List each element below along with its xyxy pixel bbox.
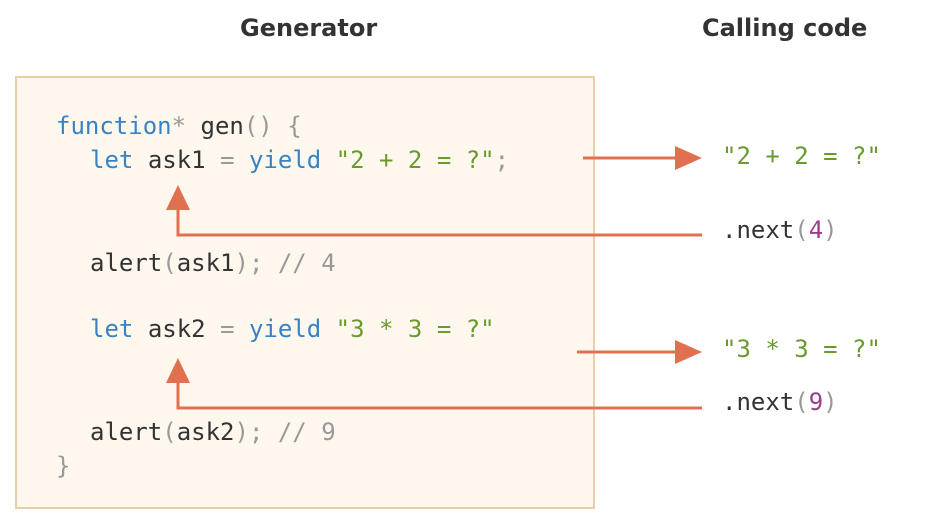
yield-1-arrow (583, 146, 702, 170)
next-call-2: .next(9) (722, 388, 838, 416)
next-method-2: .next (722, 388, 795, 416)
next-close-paren-2: ) (823, 388, 838, 416)
generator-heading: Generator (240, 14, 378, 42)
alert-arg-ask1: ask1 (176, 249, 235, 277)
next-call-1: .next(4) (722, 216, 838, 244)
code-line-let-ask1: let ask1 = yield "2 + 2 = ?"; (90, 146, 509, 174)
comment-1: // 4 (277, 249, 336, 277)
next-arg-4: 4 (808, 216, 824, 244)
semicolon-1: ; (494, 146, 510, 174)
alert-call-1: alert (90, 249, 163, 277)
alert-close-paren-2: ); (234, 418, 264, 446)
alert-arg-ask2: ask2 (176, 418, 235, 446)
keyword-let-2: let (90, 315, 134, 343)
variable-ask2: ask2 (147, 315, 206, 343)
next-method-1: .next (722, 216, 795, 244)
keyword-function: function (56, 112, 172, 140)
next-4-return-arrow (166, 185, 702, 237)
alert-open-paren-1: ( (162, 249, 177, 277)
calling-code-heading: Calling code (702, 14, 868, 42)
alert-call-2: alert (90, 418, 163, 446)
string-question-1: "2 + 2 = ?" (335, 146, 495, 174)
yielded-value-2: "3 * 3 = ?" (722, 335, 881, 363)
alert-open-paren-2: ( (162, 418, 177, 446)
string-question-2: "3 * 3 = ?" (335, 315, 495, 343)
generator-star: * (171, 112, 187, 140)
yielded-value-1: "2 + 2 = ?" (722, 142, 881, 170)
function-parens: () (243, 112, 273, 140)
alert-close-paren-1: ); (234, 249, 264, 277)
open-brace: { (287, 112, 302, 140)
next-9-return-arrow (166, 358, 702, 410)
equals-2: = (220, 315, 235, 343)
next-open-paren-2: ( (794, 388, 809, 416)
keyword-let-1: let (90, 146, 134, 174)
close-brace: } (56, 452, 71, 480)
generator-code-box (15, 76, 595, 509)
variable-ask1: ask1 (147, 146, 206, 174)
keyword-yield-2: yield (248, 315, 322, 343)
keyword-yield-1: yield (248, 146, 322, 174)
code-line-function-decl: function* gen() { (56, 112, 302, 140)
code-line-alert-ask1: alert(ask1); // 4 (90, 249, 336, 277)
function-name: gen (200, 112, 244, 140)
yield-2-arrow (577, 340, 702, 364)
code-line-let-ask2: let ask2 = yield "3 * 3 = ?" (90, 315, 495, 343)
code-line-close-brace: } (56, 452, 70, 480)
next-open-paren-1: ( (794, 216, 809, 244)
next-arg-9: 9 (808, 388, 824, 416)
next-close-paren-1: ) (823, 216, 838, 244)
code-line-alert-ask2: alert(ask2); // 9 (90, 418, 336, 446)
comment-2: // 9 (277, 418, 336, 446)
equals-1: = (220, 146, 235, 174)
